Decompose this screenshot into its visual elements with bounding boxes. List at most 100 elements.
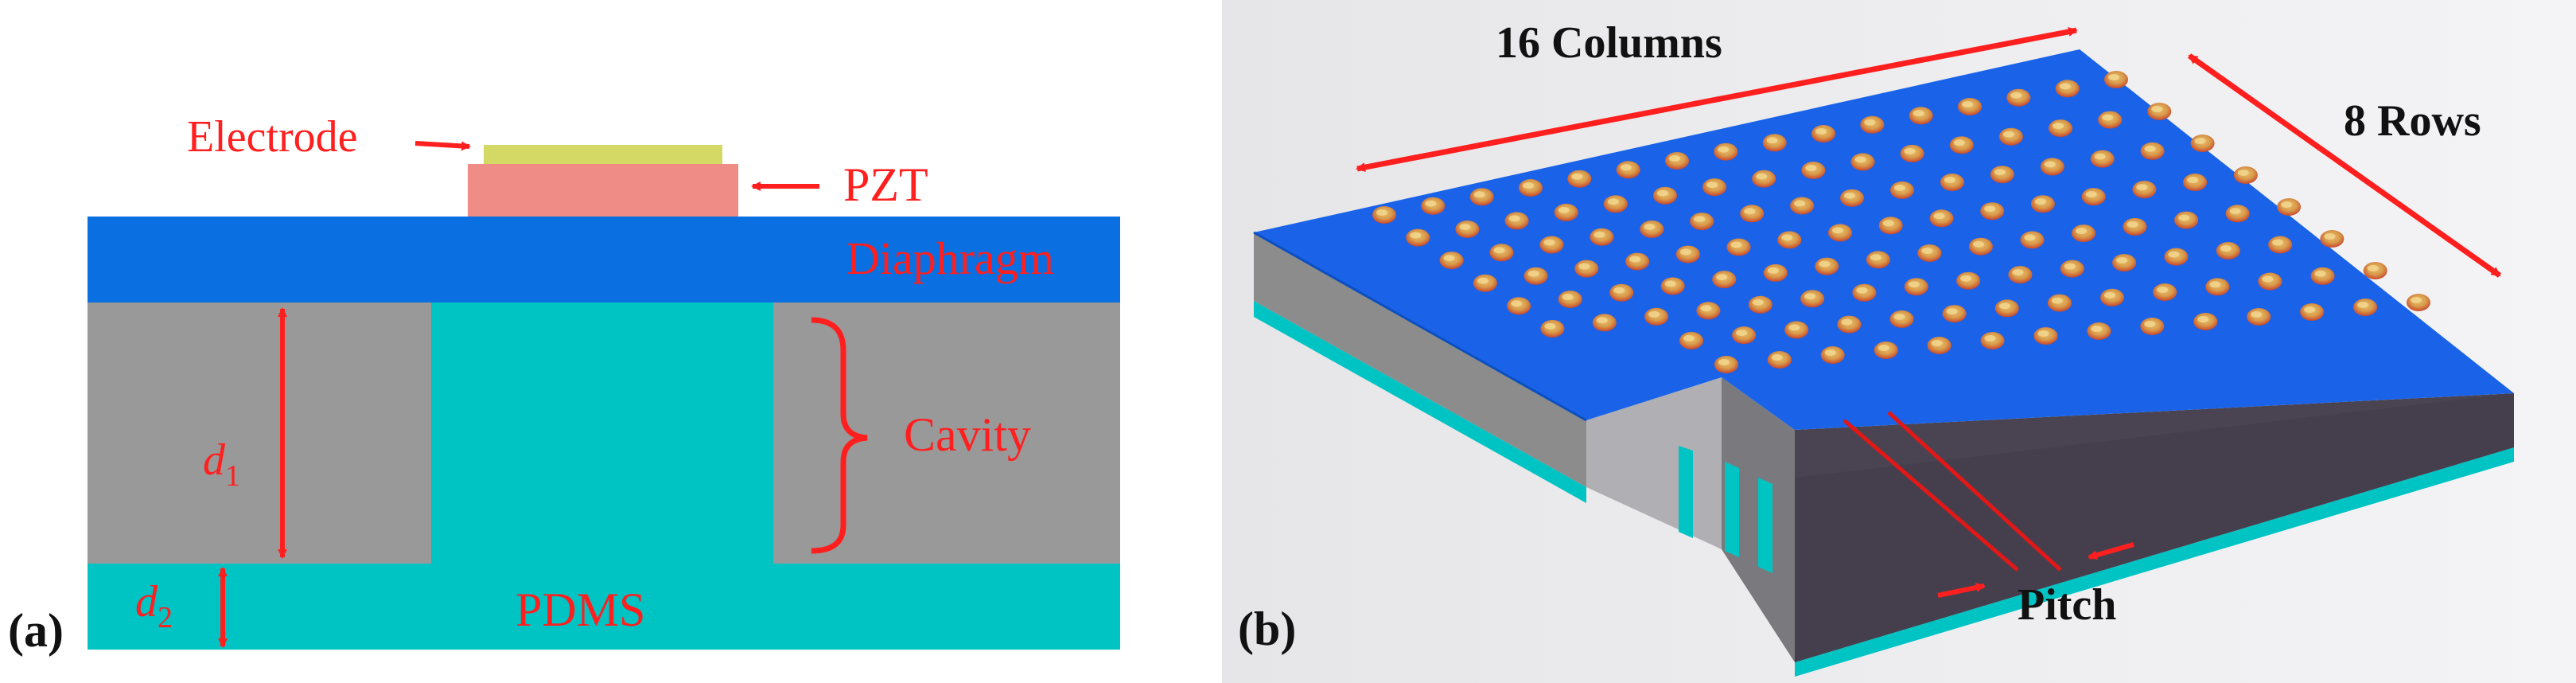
array-element-highlight xyxy=(1669,155,1680,162)
array-element-highlight xyxy=(2229,208,2241,215)
array-element-highlight xyxy=(1716,274,1728,281)
array-element-highlight xyxy=(2272,239,2284,246)
array-element-highlight xyxy=(1473,191,1485,198)
array-element-highlight xyxy=(1544,322,1556,330)
array-element-highlight xyxy=(1819,260,1831,267)
pitch-label: Pitch xyxy=(2018,580,2116,630)
array-element-highlight xyxy=(2411,297,2422,303)
array-element-highlight xyxy=(1946,308,1958,315)
notch-channel-3 xyxy=(1758,478,1772,573)
array-element-highlight xyxy=(2157,287,2169,293)
array-element-highlight xyxy=(1882,220,1894,227)
array-element-highlight xyxy=(1657,189,1668,197)
array-element-highlight xyxy=(1771,354,1783,361)
d2-label-sub: 2 xyxy=(158,601,173,634)
electrode-layer xyxy=(484,145,722,164)
array-element-highlight xyxy=(2002,131,2014,138)
array-element-highlight xyxy=(1683,334,1695,342)
cavity-fill xyxy=(431,302,773,564)
array-element-highlight xyxy=(1824,349,1836,356)
array-element-highlight xyxy=(1620,164,1632,171)
array-element-highlight xyxy=(1893,313,1905,320)
array-element-highlight xyxy=(2085,191,2097,198)
array-element-highlight xyxy=(2220,245,2232,252)
array-element-highlight xyxy=(1679,248,1691,256)
pdms-edge-left xyxy=(1254,301,1586,503)
array-element-highlight xyxy=(1864,119,1876,126)
array-element-highlight xyxy=(1841,318,1853,326)
array-element-highlight xyxy=(1744,208,1756,215)
array-element-highlight xyxy=(1736,330,1748,337)
array-element-highlight xyxy=(1694,216,1706,223)
array-element-highlight xyxy=(2116,257,2128,264)
array-element-highlight xyxy=(1508,215,1520,222)
array-element-highlight xyxy=(1607,198,1619,205)
array-element-highlight xyxy=(1425,200,1437,207)
array-element-highlight xyxy=(2304,306,2316,313)
array-element-highlight xyxy=(1984,205,1996,213)
array-element-highlight xyxy=(2144,145,2156,152)
pitch-leader-1 xyxy=(1843,419,2019,572)
array-element-highlight xyxy=(2324,233,2336,240)
array-element-highlight xyxy=(2314,270,2326,277)
array-element-highlight xyxy=(1511,300,1523,307)
array-element-highlight xyxy=(2209,281,2221,288)
pzt-layer xyxy=(468,164,738,217)
array-element-highlight xyxy=(1844,192,1855,199)
d2-label-base: d xyxy=(135,577,158,626)
device-left-face xyxy=(1254,232,1586,487)
array-element-highlight xyxy=(1730,241,1742,248)
array-element-highlight xyxy=(1578,263,1590,270)
array-element-highlight xyxy=(2044,161,2056,168)
array-element-highlight xyxy=(1376,209,1387,216)
electrode-arrow xyxy=(414,141,471,151)
array-element-highlight xyxy=(1904,147,1916,154)
array-element-highlight xyxy=(2168,251,2180,258)
array-element-highlight xyxy=(2151,106,2163,112)
notch-channel-2 xyxy=(1725,462,1739,557)
array-element-highlight xyxy=(1700,305,1712,312)
array-element-highlight xyxy=(1648,310,1660,318)
pdms-layer xyxy=(88,564,1120,650)
array-element-highlight xyxy=(2034,198,2046,205)
substrate-right xyxy=(773,302,1120,564)
array-element-highlight xyxy=(2094,153,2106,160)
array-element-highlight xyxy=(2262,275,2274,283)
array-element-highlight xyxy=(2127,221,2138,228)
array-element-highlight xyxy=(1972,240,1984,248)
array-element-highlight xyxy=(1410,232,1422,239)
array-element-highlight xyxy=(1894,184,1905,191)
array-element-highlight xyxy=(1931,340,1943,346)
device-front-face-shade xyxy=(1795,393,2514,662)
d1-label: d1 xyxy=(203,435,240,493)
array-element-highlight xyxy=(2076,228,2087,235)
array-element-highlight xyxy=(1781,234,1793,241)
array-element-highlight xyxy=(1718,146,1730,153)
panel-b-tag: (b) xyxy=(1238,603,1296,655)
array-element-highlight xyxy=(2010,92,2022,99)
rows-label: 8 Rows xyxy=(2344,96,2481,146)
array-element-highlight xyxy=(2136,184,2148,191)
substrate-left xyxy=(88,302,431,564)
columns-arrow xyxy=(1356,26,2078,173)
panel-b: 16 Columns 8 Rows Pitch (b) xyxy=(1222,0,2576,683)
array-element-highlight xyxy=(2251,311,2263,318)
array-element-highlight xyxy=(1870,254,1881,261)
array-element-highlight xyxy=(1527,270,1539,277)
array-element-highlight xyxy=(1766,137,1778,144)
d1-label-base: d xyxy=(203,435,226,485)
diaphragm-label: Diaphragm xyxy=(846,232,1054,284)
array-element-highlight xyxy=(1960,275,1972,282)
array-element-highlight xyxy=(2064,263,2076,270)
array-element-highlight xyxy=(1921,248,1933,254)
array-element-highlight xyxy=(1908,281,1920,288)
array-element-highlight xyxy=(1998,302,2010,310)
array-element-highlight xyxy=(2037,330,2049,337)
array-element-highlight xyxy=(1854,156,1866,163)
columns-label: 16 Columns xyxy=(1496,18,1722,68)
array-element-highlight xyxy=(2178,214,2190,221)
array-element-highlight xyxy=(1443,255,1455,262)
array-element-highlight xyxy=(2108,74,2119,80)
cavity-brace xyxy=(811,317,868,554)
